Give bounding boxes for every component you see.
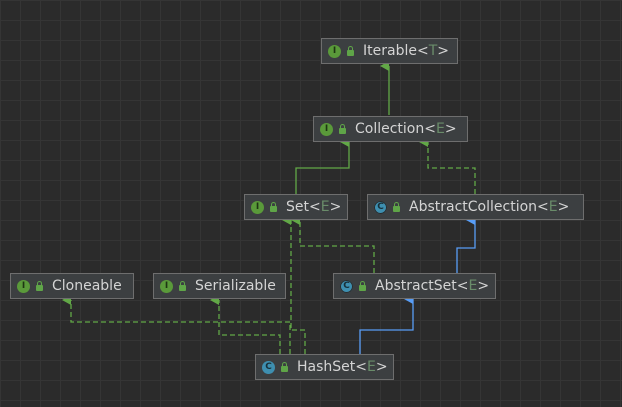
lock-icon bbox=[339, 123, 346, 134]
node-label: Collection<E> bbox=[355, 121, 457, 137]
interface-icon: I bbox=[160, 279, 173, 293]
lock-icon bbox=[179, 280, 186, 291]
type-parameter: E bbox=[468, 278, 478, 294]
node-label: AbstractSet<E> bbox=[375, 278, 490, 294]
edge-set-collection bbox=[295, 137, 350, 194]
node-label: AbstractCollection<E> bbox=[409, 199, 570, 215]
node-collection[interactable]: I Collection<E> bbox=[313, 116, 468, 142]
edge-hashset-set bbox=[282, 215, 306, 354]
edge-abstractcollection-collection bbox=[419, 137, 476, 194]
edge-hashset-cloneable bbox=[62, 295, 291, 354]
node-abstract-set[interactable]: C AbstractSet<E> bbox=[333, 273, 496, 299]
class-icon: C bbox=[262, 360, 275, 374]
abstract-class-icon: C bbox=[374, 200, 387, 214]
edge-hashset-abstractset bbox=[359, 294, 414, 354]
node-hashset[interactable]: C HashSet<E> bbox=[255, 354, 394, 380]
lock-icon bbox=[36, 280, 43, 291]
node-label: Set<E> bbox=[286, 199, 342, 215]
node-iterable[interactable]: I Iterable<T> bbox=[321, 38, 458, 64]
node-label: HashSet<E> bbox=[297, 359, 388, 375]
type-parameter: E bbox=[367, 359, 376, 375]
interface-icon: I bbox=[320, 122, 333, 136]
node-abstract-collection[interactable]: C AbstractCollection<E> bbox=[367, 194, 584, 220]
type-parameter: T bbox=[428, 43, 438, 59]
interface-icon: I bbox=[251, 200, 264, 214]
node-label: Serializable bbox=[195, 278, 276, 294]
node-cloneable[interactable]: I Cloneable bbox=[10, 273, 134, 299]
interface-icon: I bbox=[17, 279, 30, 293]
node-serializable[interactable]: I Serializable bbox=[153, 273, 286, 299]
lock-icon bbox=[347, 45, 354, 56]
node-set[interactable]: I Set<E> bbox=[244, 194, 348, 220]
edge-abstractset-set bbox=[291, 215, 375, 273]
abstract-class-icon: C bbox=[340, 279, 353, 293]
interface-icon: I bbox=[328, 44, 341, 58]
node-label: Cloneable bbox=[52, 278, 122, 294]
lock-icon bbox=[281, 361, 288, 372]
type-parameter: E bbox=[320, 199, 330, 215]
edge-abstractset-abstractcollection bbox=[456, 215, 476, 273]
type-parameter: E bbox=[435, 121, 445, 137]
lock-icon bbox=[393, 201, 400, 212]
lock-icon bbox=[359, 280, 366, 291]
node-label: Iterable<T> bbox=[363, 43, 449, 59]
lock-icon bbox=[270, 201, 277, 212]
edge-hashset-serializable bbox=[210, 295, 281, 354]
type-parameter: E bbox=[548, 199, 558, 215]
